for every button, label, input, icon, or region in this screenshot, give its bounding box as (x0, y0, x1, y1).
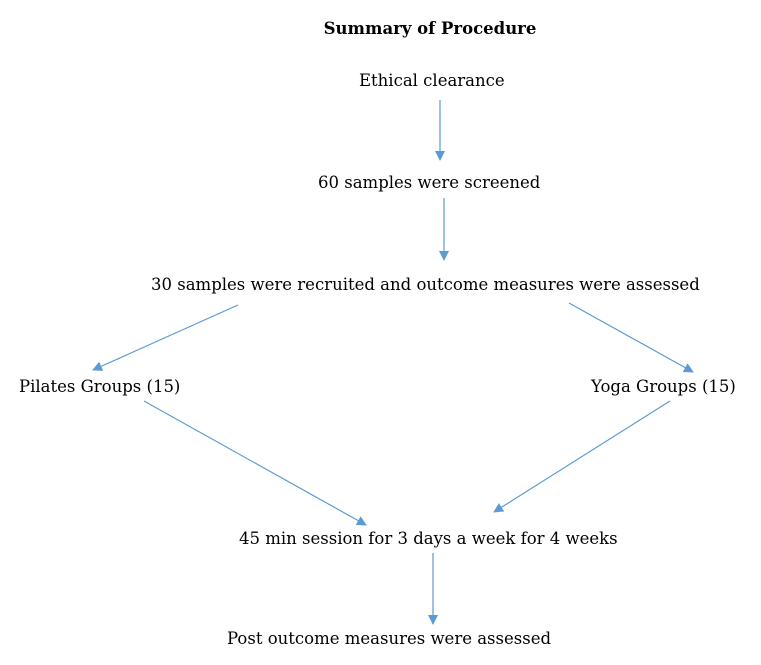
diagram-title: Summary of Procedure (323, 19, 537, 38)
node-ethical-clearance: Ethical clearance (359, 71, 505, 90)
arrow-pilates-to-session (143, 400, 367, 526)
node-samples-screened: 60 samples were screened (318, 173, 541, 192)
arrow-recruited-to-yoga (568, 302, 694, 373)
node-samples-recruited: 30 samples were recruited and outcome me… (151, 275, 700, 294)
arrow-recruited-to-pilates (92, 304, 239, 371)
node-pilates-groups: Pilates Groups (15) (19, 377, 181, 396)
arrow-yoga-to-session (493, 400, 671, 513)
node-session-schedule: 45 min session for 3 days a week for 4 w… (239, 529, 618, 548)
node-yoga-groups: Yoga Groups (15) (591, 377, 736, 396)
node-post-outcome: Post outcome measures were assessed (227, 629, 552, 648)
